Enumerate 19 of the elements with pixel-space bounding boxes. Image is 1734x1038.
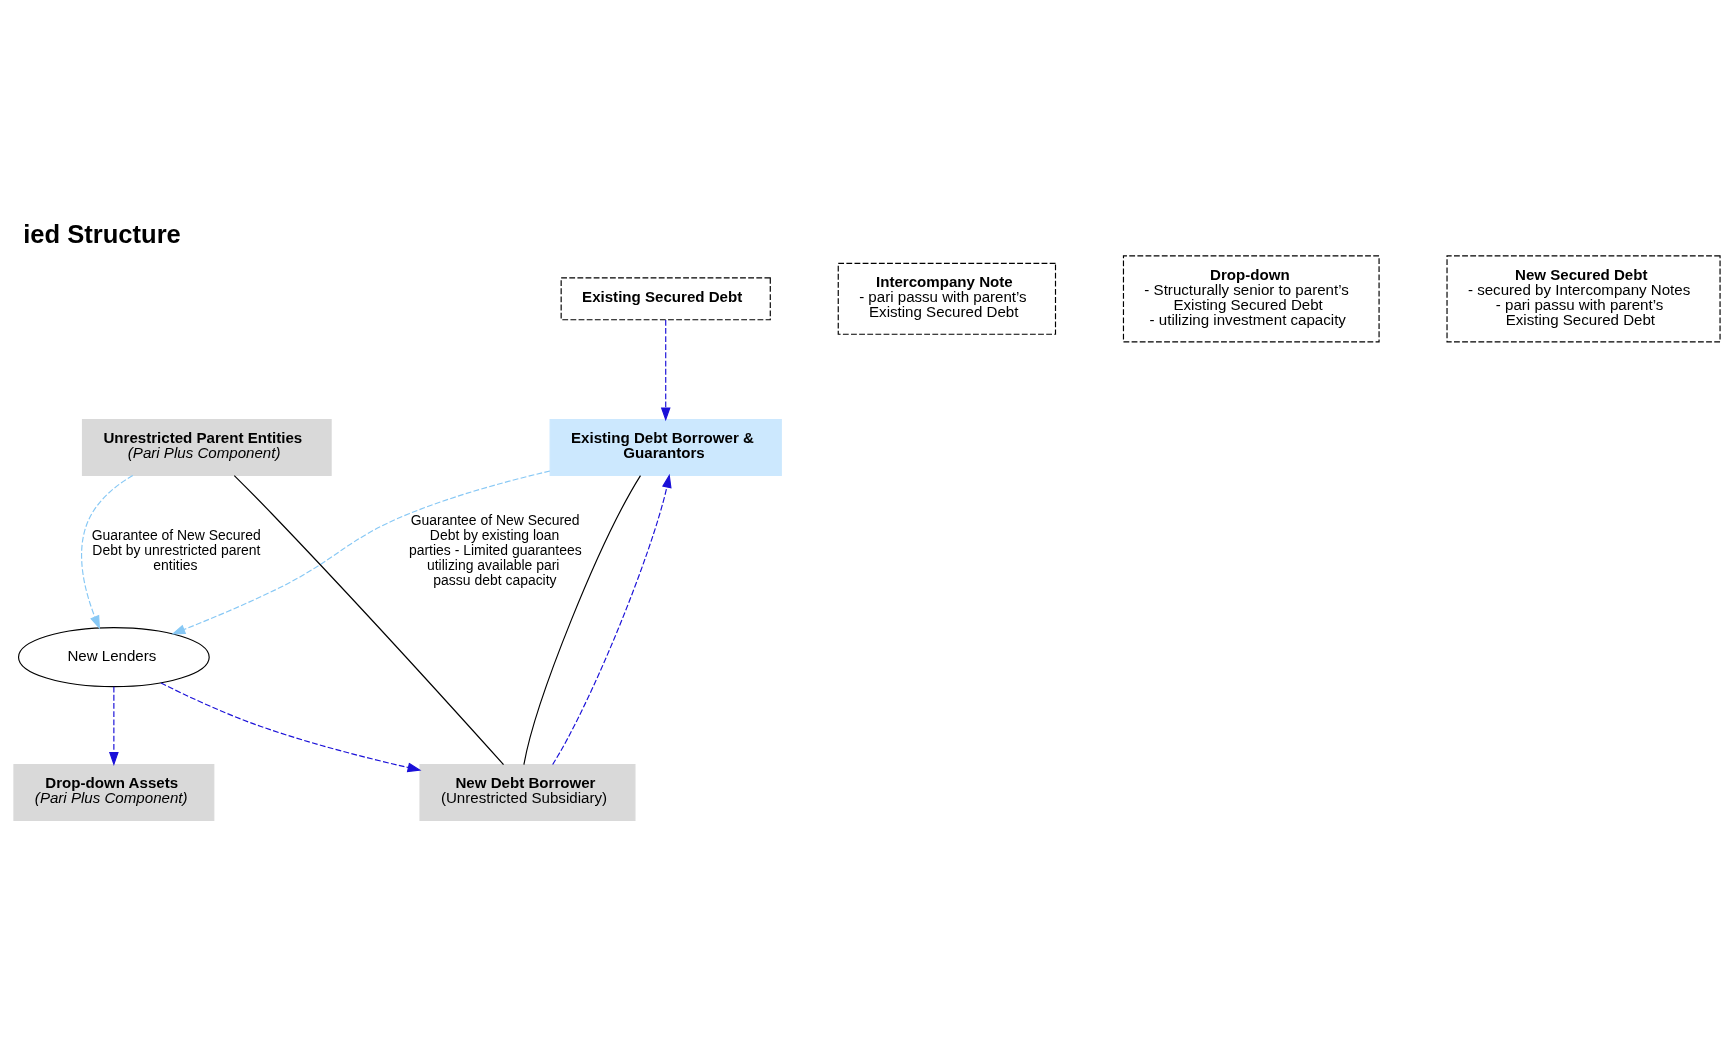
arrow (171, 469, 551, 634)
arrow (81, 474, 134, 629)
connector (233, 474, 505, 765)
arrow (660, 318, 671, 421)
node-box: Existing Secured Debt (560, 276, 771, 320)
node-box: New Debt Borrower (Unrestricted Subsidiary) (419, 763, 636, 821)
node-box: Drop-down Assets (Pari Plus Component) (13, 763, 215, 821)
connector (523, 474, 642, 765)
edge-label: Guarantee of New Secured Debt by unrestricted parent entities (91, 526, 261, 573)
node-box: Drop-down - Structurally senior to parent’s Existing Secured Debt - utilizing investment capacity (1122, 254, 1380, 342)
diagram-title: ied Structure (23, 219, 181, 248)
node-box: Intercompany Note - pari passu with parent’s Existing Secured Debt (837, 262, 1057, 335)
arrow (109, 685, 119, 766)
node-box: Existing Debt Borrower & Guarantors (549, 418, 782, 476)
node-box: Unrestricted Parent Entities (Pari Plus Component) (81, 418, 332, 476)
edge-label: Guarantee of New Secured Debt by existing loan parties - Limited guarantees utilizing available pari passu debt capacity (408, 511, 582, 588)
arrow (160, 682, 422, 772)
node-box: New Secured Debt - secured by Intercompany Notes - pari passu with parent’s Existing Secured Debt (1446, 254, 1721, 342)
arrow (552, 473, 672, 765)
